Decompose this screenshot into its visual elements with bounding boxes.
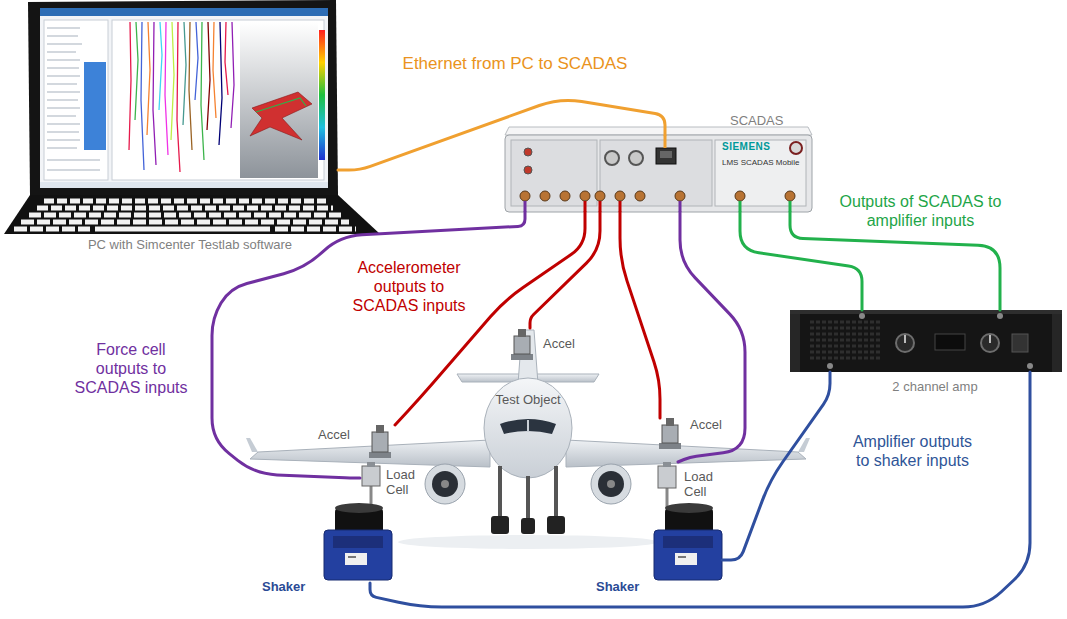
load-cell: Load Cell	[656, 462, 678, 494]
cable-label: Accelerometer outputs to SCADAS inputs	[348, 258, 470, 316]
laptop-pc: PC with Simcenter Testlab software	[28, 0, 338, 195]
cable	[740, 212, 862, 310]
device-label: SIEMENS	[722, 141, 771, 153]
device-label: Load Cell	[684, 470, 728, 500]
device-label: Accel	[690, 418, 722, 433]
cable-label: Force cell outputs to SCADAS inputs	[70, 340, 192, 398]
amplifier: 2 channel amp	[790, 310, 1062, 372]
cable	[722, 372, 830, 560]
accelerometer: Accel	[655, 418, 685, 450]
device-label: 2 channel amp	[880, 380, 990, 395]
device-label: Accel	[318, 428, 350, 443]
device-label: PC with Simcenter Testlab software	[40, 238, 340, 253]
device-label: Shaker	[596, 580, 639, 595]
shaker: Shaker	[650, 505, 722, 585]
device-label: Accel	[543, 337, 575, 352]
cable	[370, 372, 1030, 607]
cable-label: Ethernet from PC to SCADAS	[385, 54, 645, 74]
device-label: SCADAS	[730, 114, 783, 129]
device-label: Shaker	[262, 580, 305, 595]
device-label: LMS SCADAS Mobile	[722, 158, 799, 167]
accelerometer: Accel	[365, 425, 395, 458]
daq-frontend: SCADASSIEMENSLMS SCADAS Mobile	[505, 135, 812, 212]
test-object: Test ObjectAccelAccelAccelLoad CellLoad …	[240, 318, 810, 548]
shaker: Shaker	[320, 505, 395, 583]
device-label: Test Object	[478, 393, 578, 408]
device-label: Load Cell	[386, 468, 430, 498]
cable	[395, 212, 585, 425]
cable	[620, 212, 660, 418]
load-cell: Load Cell	[360, 462, 382, 492]
accelerometer: Accel	[505, 328, 540, 362]
cable	[530, 212, 600, 328]
cable-label: Outputs of SCADAS to amplifier inputs	[833, 192, 1008, 230]
cable	[338, 100, 665, 170]
cable	[678, 212, 745, 462]
cable-label: Amplifier outputs to shaker inputs	[845, 432, 980, 470]
